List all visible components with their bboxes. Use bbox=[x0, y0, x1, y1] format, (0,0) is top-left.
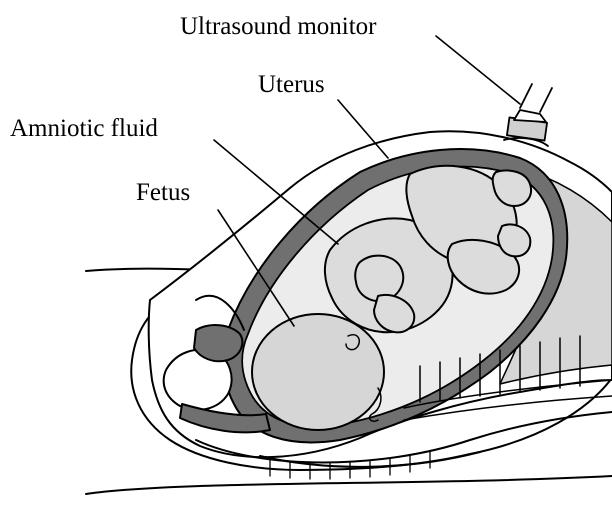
fetus-head bbox=[252, 314, 384, 430]
fetus-foot-2 bbox=[498, 225, 530, 257]
table-line-lower bbox=[86, 476, 612, 494]
label-uterus: Uterus bbox=[258, 72, 325, 97]
label-fetus: Fetus bbox=[136, 180, 190, 205]
ultrasound-probe bbox=[504, 84, 552, 146]
bladder bbox=[194, 325, 242, 361]
label-amniotic-fluid: Amniotic fluid bbox=[10, 116, 158, 141]
leader-ultrasound bbox=[436, 36, 520, 104]
label-ultrasound-monitor: Ultrasound monitor bbox=[180, 14, 377, 39]
fetus-arm bbox=[355, 256, 403, 301]
